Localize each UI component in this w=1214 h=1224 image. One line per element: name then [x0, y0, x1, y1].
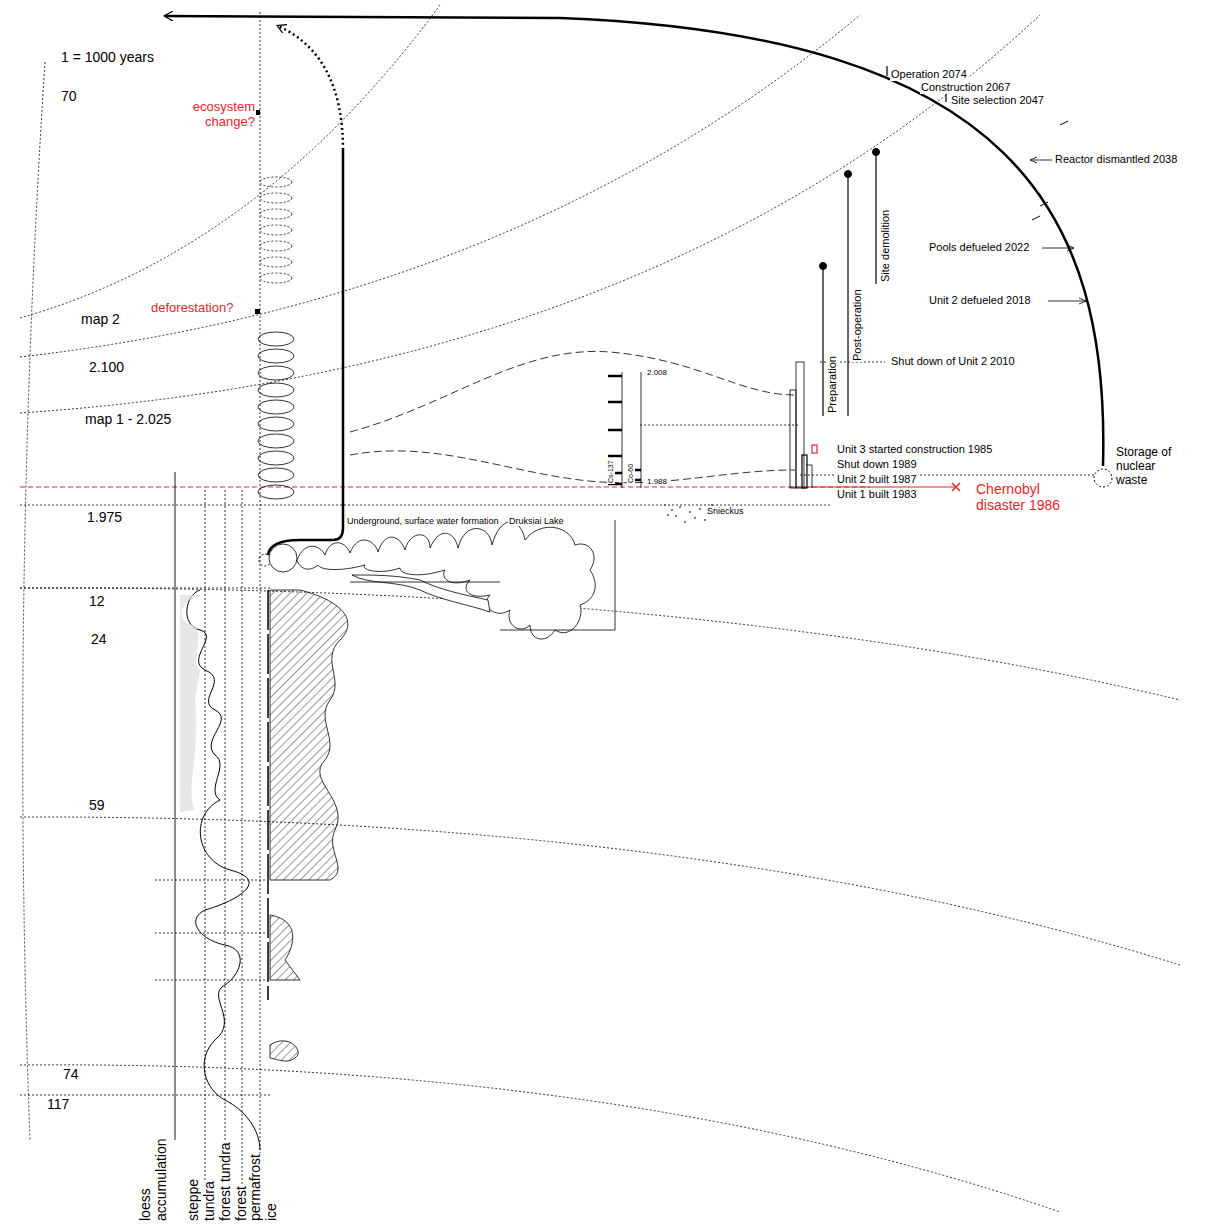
- timeline-label: Shut down of Unit 2 2010: [890, 355, 1016, 368]
- timeline-label: Site selection 2047: [950, 94, 1045, 107]
- timeline-label: Reactor dismantled 2038: [1054, 153, 1178, 166]
- timeline-label: Snieckus: [706, 506, 745, 516]
- timeline-label: Operation 2074: [890, 68, 968, 81]
- timeline-label: 1.988: [646, 477, 668, 486]
- timeline-label: 1.975: [86, 509, 123, 525]
- timeline-label: 74: [62, 1066, 80, 1082]
- rotated-label: Site demolition: [879, 209, 892, 283]
- rotated-label: Post-operation: [851, 288, 864, 362]
- timeline-label: Unit 2 built 1987: [836, 473, 918, 486]
- timeline-label: map 1 - 2.025: [84, 411, 172, 427]
- timeline-label: 70: [60, 88, 78, 104]
- rotated-label: tundra: [201, 1180, 217, 1222]
- rotated-label: Co-60: [627, 463, 635, 484]
- rotated-label: Preparation: [826, 355, 839, 414]
- timeline-label: 2.100: [88, 359, 125, 375]
- rotated-label: permafrost: [247, 1153, 263, 1222]
- storage-node: Storage of nuclear waste: [1116, 446, 1186, 487]
- timeline-label: 1 = 1000 years: [60, 49, 155, 65]
- timeline-label: 2.008: [646, 368, 668, 377]
- rotated-label: steppe: [185, 1178, 201, 1222]
- timeline-label: Shut down 1989: [836, 458, 918, 471]
- timeline-label: map 2: [80, 311, 121, 327]
- red-annotation: Chernobyl disaster 1986: [975, 481, 1077, 513]
- timeline-label: 117: [46, 1096, 70, 1112]
- timeline-label: Construction 2067: [920, 81, 1011, 94]
- rotated-label: Cs-137: [607, 459, 615, 484]
- timeline-label: Druksiai Lake: [508, 516, 565, 526]
- timeline-label: Underground, surface water formation: [346, 516, 500, 526]
- timeline-label: 24: [90, 631, 108, 647]
- timeline-label: 59: [88, 797, 106, 813]
- red-annotation: deforestation?: [150, 301, 234, 316]
- timeline-label: Pools defueled 2022: [928, 241, 1030, 254]
- timeline-label: Unit 2 defueled 2018: [928, 294, 1032, 307]
- node-text: Storage of nuclear waste: [1116, 446, 1186, 487]
- red-annotation: ecosystem change?: [178, 100, 256, 130]
- timeline-label: 12: [88, 593, 106, 609]
- rotated-label: loess accumulation: [137, 1138, 169, 1222]
- timeline-label: Unit 1 built 1983: [836, 488, 918, 501]
- timeline-label: Unit 3 started construction 1985: [836, 443, 993, 456]
- rotated-label: forest tundra: [217, 1141, 233, 1222]
- rotated-label: ice: [263, 1202, 279, 1222]
